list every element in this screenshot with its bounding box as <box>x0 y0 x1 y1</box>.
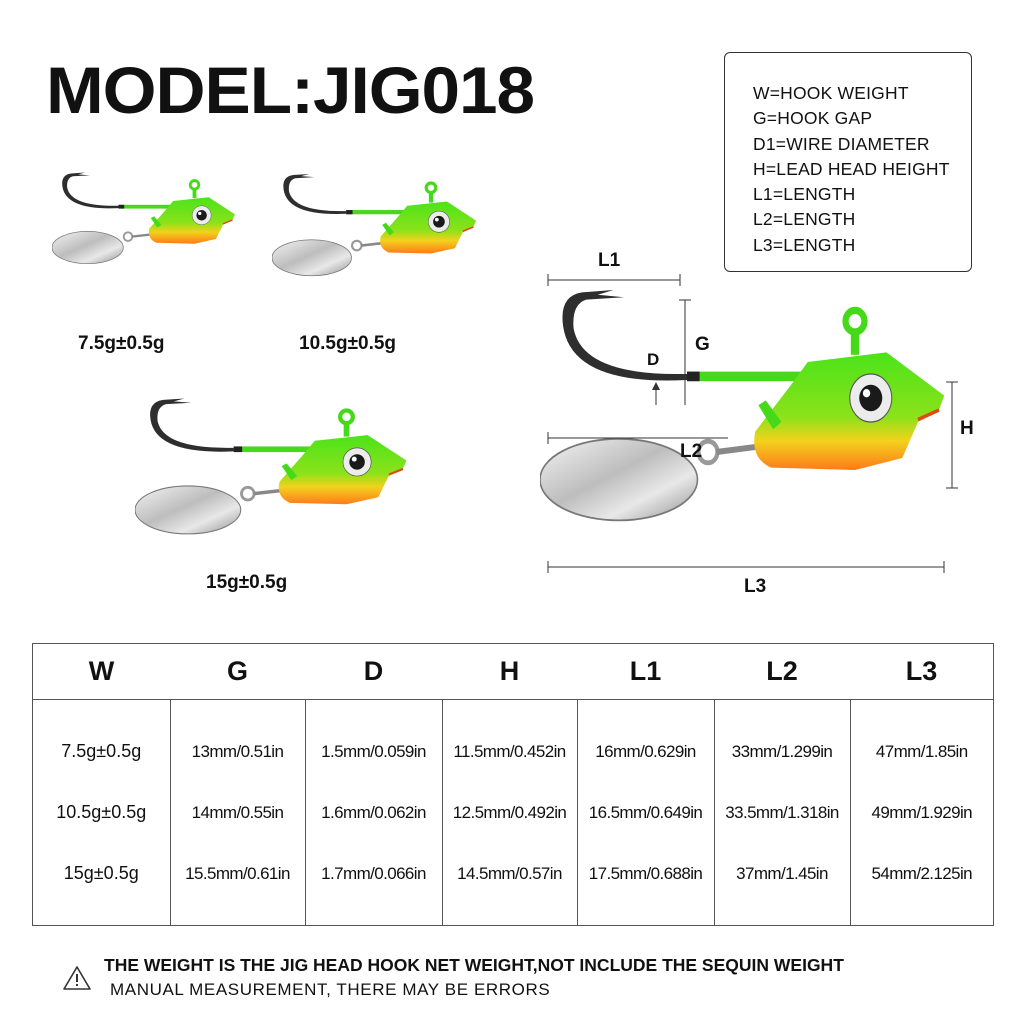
column-header-w: W <box>32 643 170 700</box>
height-column: 11.5mm/0.452in 12.5mm/0.492in 14.5mm/0.5… <box>441 699 578 926</box>
length2-column: 33mm/1.299in 33.5mm/1.318in 37mm/1.45in <box>713 699 851 926</box>
table-cell: 15g±0.5g <box>63 863 139 883</box>
table-cell: 1.7mm/0.066in <box>321 864 426 883</box>
length3-column: 47mm/1.85in 49mm/1.929in 54mm/2.125in <box>849 699 994 926</box>
weight-note: THE WEIGHT IS THE JIG HEAD HOOK NET WEIG… <box>104 955 844 975</box>
table-cell: 49mm/1.929in <box>871 803 973 822</box>
diameter-column: 1.5mm/0.059in 1.6mm/0.062in 1.7mm/0.066i… <box>304 699 443 926</box>
table-header-row: W G D H L1 L2 L3 <box>32 643 994 700</box>
page-title: MODEL:JIG018 <box>46 53 535 127</box>
table-cell: 33.5mm/1.318in <box>725 803 839 822</box>
product-weight-label: 7.5g±0.5g <box>78 333 165 354</box>
warning-icon <box>63 966 91 990</box>
table-cell: 37mm/1.45in <box>736 864 828 883</box>
table-cell: 14.5mm/0.57in <box>457 864 562 883</box>
table-cell: 15.5mm/0.61in <box>185 864 290 883</box>
legend-item-l3: L3=LENGTH <box>753 234 856 255</box>
legend-item-l1: L1=LENGTH <box>753 184 856 205</box>
dimension-legend: W=HOOK WEIGHT G=HOOK GAP D1=WIRE DIAMETE… <box>724 52 972 272</box>
dimension-label-h: H <box>960 418 974 439</box>
dimension-label-l1: L1 <box>598 250 621 271</box>
table-cell: 1.5mm/0.059in <box>321 742 426 761</box>
length1-column: 16mm/0.629in 16.5mm/0.649in 17.5mm/0.688… <box>576 699 715 926</box>
table-cell: 17.5mm/0.688in <box>588 864 703 883</box>
dimension-lines <box>547 274 958 573</box>
jig-image-small <box>52 171 237 266</box>
table-cell: 14mm/0.55in <box>191 803 284 822</box>
jig-image-large <box>135 380 417 558</box>
product-weight-label: 10.5g±0.5g <box>299 333 397 354</box>
legend-item-d1: D1=WIRE DIAMETER <box>753 133 930 154</box>
dimension-label-l3: L3 <box>744 576 767 597</box>
table-cell: 54mm/2.125in <box>871 864 973 883</box>
column-header-l1: L1 <box>577 643 714 700</box>
dimension-label-d: D <box>647 350 660 369</box>
table-body-row: 7.5g±0.5g 10.5g±0.5g 15g±0.5g 13mm/0.51i… <box>32 699 994 926</box>
table-cell: 1.6mm/0.062in <box>321 803 426 822</box>
legend-item-w: W=HOOK WEIGHT <box>753 83 909 103</box>
table-cell: 12.5mm/0.492in <box>452 803 567 822</box>
table-cell: 33mm/1.299in <box>731 742 833 761</box>
legend-item-g: G=HOOK GAP <box>753 108 873 129</box>
table-cell: 16.5mm/0.649in <box>588 803 703 822</box>
product-weight-label: 15g±0.5g <box>206 572 288 593</box>
table-cell: 47mm/1.85in <box>875 742 968 761</box>
legend-item-h: H=LEAD HEAD HEIGHT <box>753 158 950 179</box>
dimension-label-l2: L2 <box>680 441 703 462</box>
table-cell: 13mm/0.51in <box>191 742 284 761</box>
jig-image-medium <box>272 172 478 278</box>
column-header-l3: L3 <box>850 643 994 700</box>
column-header-h: H <box>442 643 577 700</box>
dimension-label-g: G <box>695 334 710 355</box>
spec-table: W G D H L1 L2 L3 7.5g±0.5g 10.5g±0.5g 15… <box>32 643 994 926</box>
table-cell: 10.5g±0.5g <box>56 802 147 822</box>
gap-column: 13mm/0.51in 14mm/0.55in 15.5mm/0.61in <box>169 699 306 926</box>
column-header-d: D <box>305 643 442 700</box>
column-header-g: G <box>170 643 305 700</box>
weight-column: 7.5g±0.5g 10.5g±0.5g 15g±0.5g <box>32 699 171 926</box>
table-cell: 11.5mm/0.452in <box>453 742 566 761</box>
measurement-disclaimer: MANUAL MEASUREMENT, THERE MAY BE ERRORS <box>110 980 551 999</box>
table-cell: 7.5g±0.5g <box>61 741 142 761</box>
table-cell: 16mm/0.629in <box>595 742 696 761</box>
legend-item-l2: L2=LENGTH <box>753 209 856 230</box>
column-header-l2: L2 <box>714 643 850 700</box>
